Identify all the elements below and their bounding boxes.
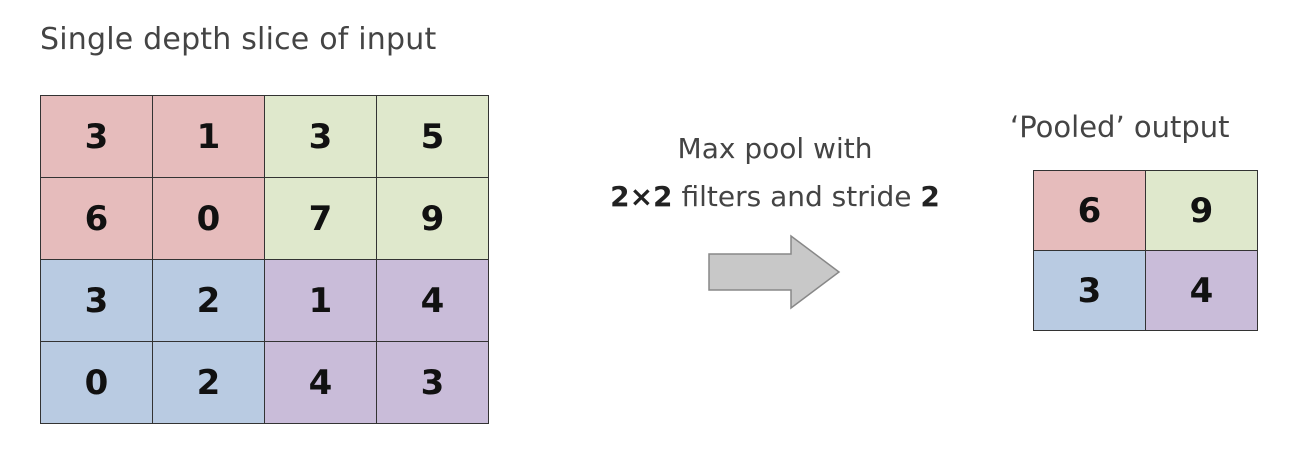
input-grid-cell: 7 [264,177,377,260]
operation-label-line1: Max pool with [677,132,873,165]
input-title: Single depth slice of input [40,22,437,57]
input-grid-cell: 4 [376,259,489,342]
input-grid-cell: 3 [376,341,489,424]
input-grid-cell: 0 [152,177,265,260]
input-grid-cell: 6 [40,177,153,260]
arrow-shape [708,234,841,310]
input-grid-cell: 0 [40,341,153,424]
input-grid-cell: 2 [152,259,265,342]
output-title: ‘Pooled’ output [1010,110,1230,144]
input-grid-cell: 1 [264,259,377,342]
input-grid-cell: 3 [264,95,377,178]
right-arrow-icon [708,234,841,310]
filter-size: 2×2 [610,180,673,213]
output-grid-cell: 6 [1033,170,1146,251]
output-grid-cell: 4 [1145,250,1258,331]
input-grid-cell: 9 [376,177,489,260]
output-grid-cell: 3 [1033,250,1146,331]
input-grid-cell: 1 [152,95,265,178]
input-grid-cell: 3 [40,259,153,342]
output-grid-cell: 9 [1145,170,1258,251]
input-grid-cell: 4 [264,341,377,424]
input-grid-cell: 5 [376,95,489,178]
input-grid-cell: 3 [40,95,153,178]
input-grid-cell: 2 [152,341,265,424]
stride-value: 2 [920,180,940,213]
operation-label-mid: filters and stride [672,180,921,213]
operation-label-line2: 2×2 filters and stride 2 [560,180,990,213]
